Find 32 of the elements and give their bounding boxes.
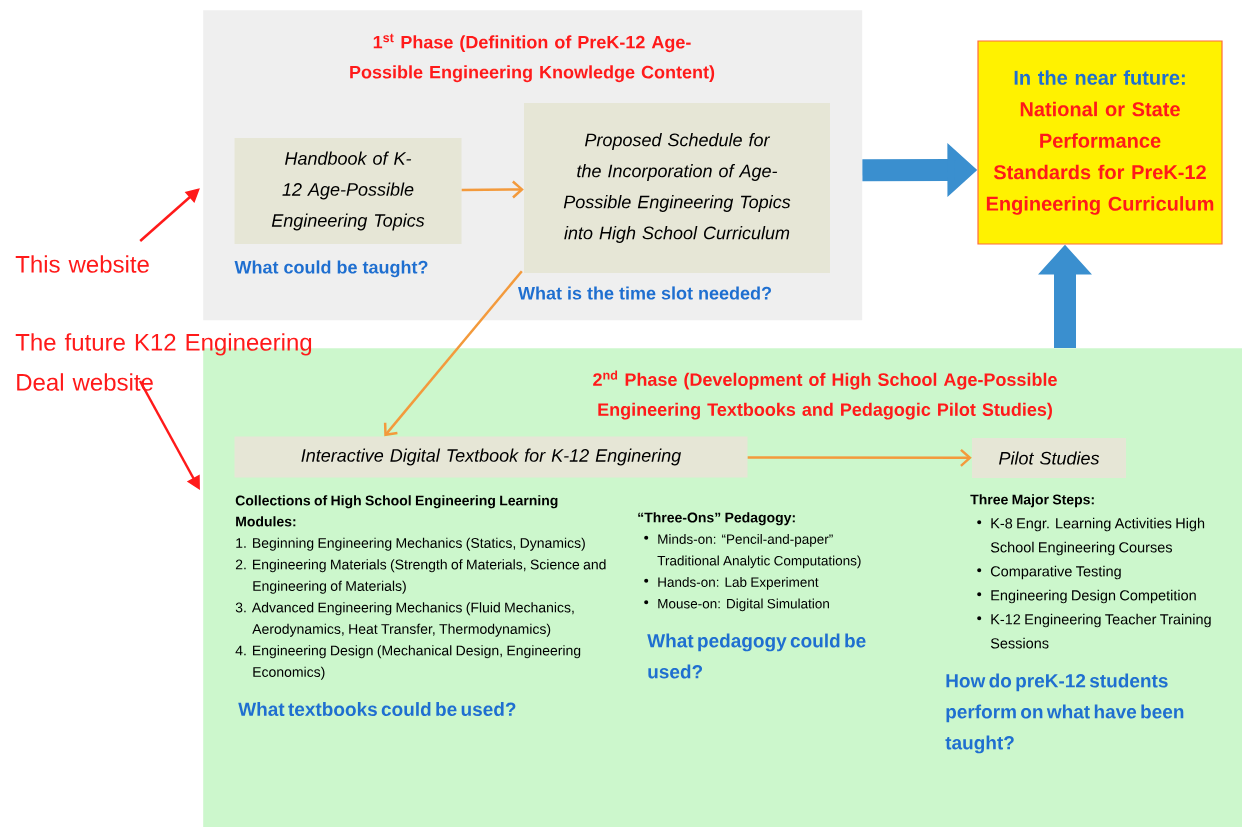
list-item: Comparative Testing [990, 565, 1121, 580]
list-item: Engineering Design Competition [991, 589, 1196, 604]
topic-box: Pilot Studies [972, 438, 1126, 478]
question-text: What is the time slot needed? [518, 286, 771, 300]
list-item: Mouse-on: Digital Simulation [658, 598, 829, 612]
list-item: 2. Engineering Materials (Strength of Materials, Science and Engineering of Materials) [235, 559, 606, 594]
goal-box: In the near future: National or State Performance Standards for PreK-12 Engineering Curriculum [977, 40, 1223, 245]
arrow [139, 188, 200, 242]
list-item: 1. Beginning Engineering Mechanics (Statics, Dynamics) [236, 537, 585, 551]
topic-box: Interactive Digital Textbook for K-12 Enginering [234, 436, 748, 478]
list-item: 4. Engineering Design (Mechanical Design, Engineering Economics) [235, 645, 581, 680]
arrow [383, 270, 523, 437]
list-item: Minds-on: “Pencil-and-paper” Traditional Analytic Computations) [657, 534, 861, 569]
list-heading: Collections of High School Engineering Learning Modules: [235, 495, 558, 527]
topic-box: Handbook of K-12 Age-Possible Engineering Topics [234, 138, 462, 244]
question-text: What could be taught? [234, 260, 428, 278]
list-item: 3. Advanced Engineering Mechanics (Fluid Mechanics, Aerodynamics, Heat Transfer, Thermodynamics) [235, 602, 574, 637]
topic-box: Proposed Schedule for the Incorporation of Age-Possible Engineering Topics into High School Curriculum [524, 103, 830, 273]
question-text: What pedagogy could be used? [647, 633, 866, 679]
site-label: This website [15, 255, 149, 273]
site-label: The future K12 Engineering Deal website [15, 333, 312, 391]
panel-title: 1$^{st}$ Phase (Definition of PreK-12 Age-Possible Engineering Knowledge Content) [350, 33, 715, 83]
list-heading: “Three-Ons” Pedagogy: [638, 512, 795, 526]
question-text: How do preK-12 students perform on what have been taught? [945, 673, 1184, 754]
list-item: K-12 Engineering Teacher Training Sessions [990, 613, 1211, 649]
question-text: What textbooks could be used? [238, 702, 516, 717]
arrow [461, 180, 524, 199]
list-item: K-8 Engr. Learning Activities High School Engineering Courses [990, 517, 1205, 556]
list-item: Hands-on: Lab Experiment [658, 577, 819, 590]
panel-title: 2$^{nd}$ Phase (Development of High School Age-Possible Engineering Textbooks and Pedagogic Pilot Studies) [593, 370, 1057, 420]
arrow [747, 448, 972, 467]
list-heading: Three Major Steps: [970, 494, 1094, 508]
